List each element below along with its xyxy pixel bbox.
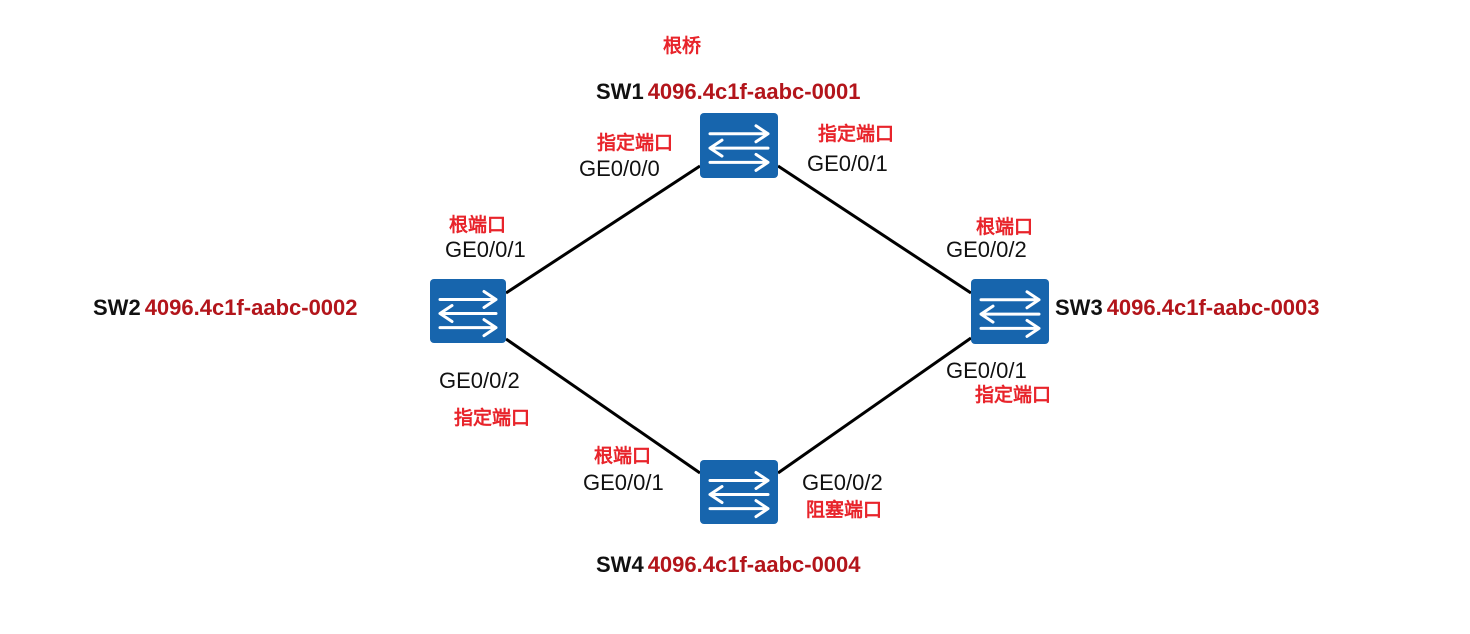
sw1-switch-icon [700, 113, 778, 178]
sw1-name: SW1 [596, 79, 644, 104]
sw3-ge002-role: 根端口 [976, 216, 1034, 238]
sw3-switch-icon [971, 279, 1049, 344]
sw4-label: SW4 4096.4c1f-aabc-0004 [596, 554, 861, 576]
sw2-ge002-role: 指定端口 [454, 407, 531, 429]
sw3-ge001-role: 指定端口 [975, 384, 1052, 406]
sw4-ge001-port: GE0/0/1 [583, 470, 664, 495]
root-bridge-label: 根桥 [663, 35, 702, 57]
link-sw1-sw3 [777, 164, 972, 295]
sw4-switch-icon [700, 460, 778, 524]
link-sw2-sw4 [505, 337, 701, 475]
sw3-name: SW3 [1055, 295, 1103, 320]
links-layer [505, 164, 972, 475]
sw1-ge001-role: 指定端口 [818, 123, 895, 145]
sw3-ge002-port: GE0/0/2 [946, 237, 1027, 262]
sw1-bridge-id: 4096.4c1f-aabc-0001 [647, 79, 861, 104]
sw1-ge001-port: GE0/0/1 [807, 151, 888, 176]
sw3-ge001-port: GE0/0/1 [946, 358, 1027, 383]
sw4-name: SW4 [596, 552, 644, 577]
sw4-ge001-role: 根端口 [594, 445, 652, 467]
sw1-ge000-port: GE0/0/0 [579, 156, 660, 181]
sw4-bridge-id: 4096.4c1f-aabc-0004 [647, 552, 861, 577]
sw2-switch-icon [430, 279, 506, 343]
sw2-name: SW2 [93, 295, 141, 320]
link-sw3-sw4 [777, 336, 972, 475]
sw2-ge002-port: GE0/0/2 [439, 368, 520, 393]
sw1-label: SW1 4096.4c1f-aabc-0001 [596, 81, 861, 103]
sw2-bridge-id: 4096.4c1f-aabc-0002 [144, 295, 358, 320]
switches-layer [430, 113, 1049, 524]
sw4-ge002-role: 阻塞端口 [806, 499, 883, 521]
sw2-ge001-port: GE0/0/1 [445, 237, 526, 262]
sw2-label: SW2 4096.4c1f-aabc-0002 [93, 297, 358, 319]
sw3-label: SW3 4096.4c1f-aabc-0003 [1055, 297, 1320, 319]
link-sw1-sw2 [505, 164, 701, 295]
sw4-ge002-port: GE0/0/2 [802, 470, 883, 495]
sw3-bridge-id: 4096.4c1f-aabc-0003 [1106, 295, 1320, 320]
sw1-ge000-role: 指定端口 [597, 132, 674, 154]
sw2-ge001-role: 根端口 [449, 214, 507, 236]
